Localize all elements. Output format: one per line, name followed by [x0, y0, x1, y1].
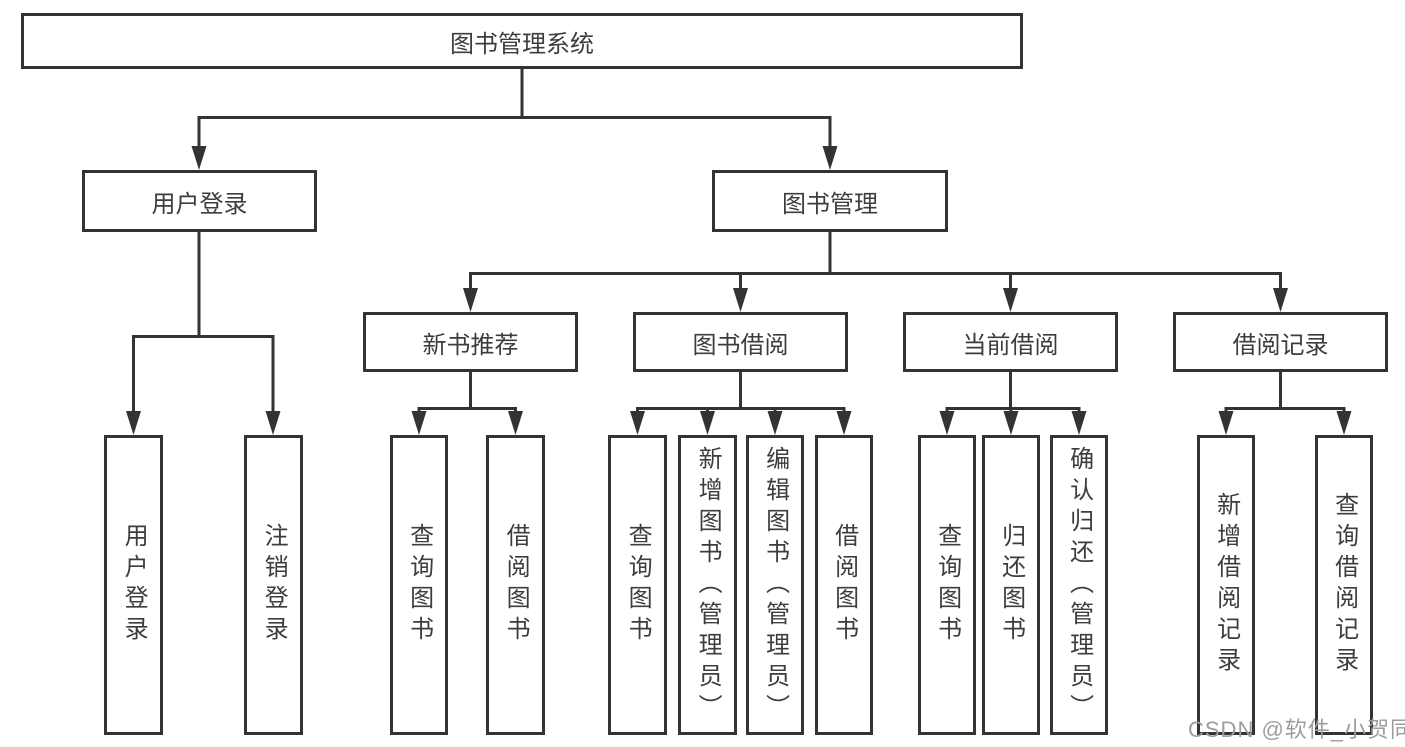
- leaf-confirm-return-admin: 确认归还（管理员）: [1050, 435, 1108, 735]
- leaf-user-login: 用户登录: [104, 435, 163, 735]
- node-label: 图书借阅: [692, 331, 789, 359]
- arrowheads: [126, 146, 1352, 435]
- node-label: 确认归还（管理员）: [1065, 445, 1093, 725]
- node-label: 借阅记录: [1232, 331, 1329, 359]
- leaf-return-books: 归还图书: [982, 435, 1040, 735]
- node-label: 借阅图书: [502, 523, 530, 647]
- node-label: 新增图书（管理员）: [694, 445, 722, 725]
- leaf-query-books-current: 查询图书: [918, 435, 976, 735]
- node-label: 归还图书: [997, 523, 1025, 647]
- node-label: 当前借阅: [962, 331, 1059, 359]
- node-label: 借阅图书: [830, 523, 858, 647]
- leaf-add-books-admin: 新增图书（管理员）: [678, 435, 737, 735]
- leaf-add-borrow-record: 新增借阅记录: [1197, 435, 1255, 735]
- node-label: 新增借阅记录: [1212, 492, 1240, 678]
- node-label: 图书管理系统: [450, 30, 594, 58]
- leaf-logout: 注销登录: [244, 435, 303, 735]
- node-library-management-system: 图书管理系统: [21, 13, 1023, 69]
- node-label: 图书管理: [782, 190, 878, 218]
- node-book-management: 图书管理: [712, 170, 948, 232]
- node-label: 查询图书: [933, 523, 961, 647]
- leaf-borrow-books-recommend: 借阅图书: [486, 435, 545, 735]
- leaf-query-books-borrow: 查询图书: [608, 435, 667, 735]
- csdn-watermark: CSDN @软件_小贺同学: [1188, 717, 1405, 742]
- node-label: 用户登录: [151, 190, 248, 218]
- node-borrow-records: 借阅记录: [1173, 312, 1388, 372]
- node-new-book-recommend: 新书推荐: [363, 312, 578, 372]
- node-label: 查询图书: [624, 523, 652, 647]
- node-label: 新书推荐: [422, 331, 519, 359]
- node-current-borrow: 当前借阅: [903, 312, 1118, 372]
- node-label: 查询图书: [405, 523, 433, 647]
- node-label: 用户登录: [120, 523, 148, 647]
- node-label: 注销登录: [260, 523, 288, 647]
- node-book-borrow: 图书借阅: [633, 312, 848, 372]
- leaf-edit-books-admin: 编辑图书（管理员）: [746, 435, 804, 735]
- leaf-query-borrow-record: 查询借阅记录: [1315, 435, 1373, 735]
- leaf-query-books-recommend: 查询图书: [390, 435, 448, 735]
- leaf-borrow-books: 借阅图书: [815, 435, 873, 735]
- node-user-login: 用户登录: [82, 170, 317, 232]
- node-label: 查询借阅记录: [1330, 492, 1358, 678]
- node-label: 编辑图书（管理员）: [761, 445, 789, 725]
